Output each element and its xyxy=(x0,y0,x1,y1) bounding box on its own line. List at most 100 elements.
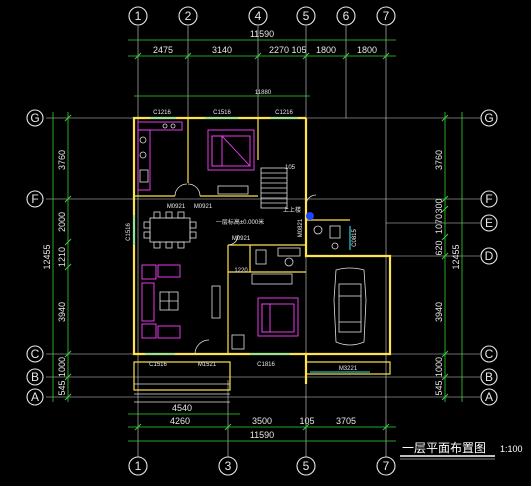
svg-text:C: C xyxy=(31,347,40,361)
svg-text:B: B xyxy=(31,370,39,384)
svg-text:G: G xyxy=(484,111,493,125)
bedroom-bottom xyxy=(231,297,299,350)
dim-top-1: 2475 xyxy=(153,45,173,55)
dim-bottom-4: 3705 xyxy=(336,416,356,426)
top-axis-bubbles: 1 2 4 5 6 7 xyxy=(128,6,396,26)
svg-text:A: A xyxy=(31,390,39,404)
svg-text:5: 5 xyxy=(303,459,310,473)
svg-text:D: D xyxy=(485,249,494,263)
bedroom-top xyxy=(207,129,255,195)
label-m0821: M0821 xyxy=(298,218,304,237)
label-m3221: M3221 xyxy=(339,366,358,372)
dim-top-4: 105 xyxy=(291,45,306,55)
utility-room xyxy=(313,225,341,250)
svg-text:1: 1 xyxy=(135,9,142,23)
label-105: 105 xyxy=(285,165,296,171)
garage-car xyxy=(333,267,367,346)
label-c1216-a: C1216 xyxy=(153,110,171,116)
doors xyxy=(174,183,317,355)
living-room xyxy=(141,264,221,339)
axis-bubble-left-B: B xyxy=(26,368,44,386)
right-axis-bubbles: G F E D C B A xyxy=(480,109,498,406)
axis-bubble-left-G: G xyxy=(26,109,44,127)
dim-left-3: 1210 xyxy=(57,247,67,267)
axis-bubble-top-2: 2 xyxy=(178,6,198,26)
axis-bubble-bottom-5: 5 xyxy=(296,456,316,476)
svg-text:C: C xyxy=(485,347,494,361)
dim-right-6: 1000 xyxy=(434,357,444,377)
left-dimensions: 12455 3760 2000 1210 3940 1000 545 xyxy=(42,112,72,402)
label-c1816: C1816 xyxy=(257,362,275,368)
dim-bottom-2: 3500 xyxy=(252,416,272,426)
svg-text:G: G xyxy=(30,111,39,125)
windows xyxy=(133,117,370,373)
label-m0921-a: M0921 xyxy=(167,204,186,210)
svg-text:7: 7 xyxy=(383,9,390,23)
axis-bubble-left-A: A xyxy=(26,388,44,406)
dim-top-3: 2270 xyxy=(269,45,289,55)
dim-right-7: 545 xyxy=(434,380,444,395)
svg-text:F: F xyxy=(485,192,492,206)
axis-bubble-top-5: 5 xyxy=(296,6,316,26)
dim-left-total: 12455 xyxy=(42,244,52,269)
dim-left-1: 3760 xyxy=(57,150,67,170)
label-m0921-c: M0921 xyxy=(232,236,251,242)
dim-right-5: 3940 xyxy=(434,302,444,322)
title-block: 一层平面布置图 1:100 xyxy=(400,441,523,460)
label-c1516-left: C1516 xyxy=(126,223,132,241)
room-labels: C1216 C1516 C1216 M0921 M0921 M0921 一层标高… xyxy=(126,110,358,372)
left-axis-bubbles: G F C B A xyxy=(26,109,44,406)
exterior-walls xyxy=(132,116,392,384)
location-marker xyxy=(306,212,314,220)
axis-grid xyxy=(46,26,480,457)
dim-left-5: 1000 xyxy=(57,357,67,377)
dim-right-3: 1070 xyxy=(434,214,444,234)
dining-table xyxy=(143,211,197,249)
bathroom xyxy=(251,247,301,285)
kitchen xyxy=(137,121,183,191)
axis-bubble-left-C: C xyxy=(26,345,44,363)
label-1220: 1220 xyxy=(234,268,248,274)
label-c1216-b: C1216 xyxy=(275,110,293,116)
entrance-porch xyxy=(133,361,391,403)
svg-text:B: B xyxy=(485,370,493,384)
dim-total-top: 11590 xyxy=(250,29,274,39)
svg-text:5: 5 xyxy=(303,9,310,23)
staircase xyxy=(260,167,288,209)
axis-bubble-top-7: 7 xyxy=(376,6,396,26)
bottom-dimensions: 4540 4260 3500 105 3705 11590 xyxy=(128,403,396,442)
svg-text:3: 3 xyxy=(225,459,232,473)
axis-bubble-bottom-3: 3 xyxy=(218,456,238,476)
label-elevation: 一层标高±0.000米 xyxy=(216,218,264,226)
dim-bottom-3: 105 xyxy=(299,416,314,426)
drawing-scale: 1:100 xyxy=(500,444,523,454)
svg-text:1: 1 xyxy=(135,459,142,473)
svg-text:6: 6 xyxy=(343,9,350,23)
interior-walls xyxy=(134,118,350,354)
axis-bubble-bottom-7: 7 xyxy=(376,456,396,476)
dim-inner-top: 11880 xyxy=(255,90,272,96)
dim-right-1: 3760 xyxy=(434,150,444,170)
label-m0921-b: M0921 xyxy=(194,204,213,210)
svg-text:A: A xyxy=(485,390,493,404)
svg-text:F: F xyxy=(31,192,38,206)
bottom-axis-bubbles: 1 3 5 7 xyxy=(128,456,396,476)
dim-right-2: 300 xyxy=(434,198,444,213)
axis-bubble-left-F: F xyxy=(26,190,44,208)
dim-top-2: 3140 xyxy=(212,45,232,55)
dim-total-bottom: 11590 xyxy=(250,430,274,440)
svg-text:4: 4 xyxy=(255,9,262,23)
dim-right-total: 12455 xyxy=(451,244,461,269)
dim-top-5: 1800 xyxy=(316,45,336,55)
axis-bubble-right-A: A xyxy=(480,388,498,406)
axis-bubble-top-4: 4 xyxy=(248,6,268,26)
dim-bottom-1: 4260 xyxy=(170,416,190,426)
label-m1521: M1521 xyxy=(198,362,217,368)
label-c0815: C0815 xyxy=(352,229,358,247)
dim-top-6: 1800 xyxy=(357,45,377,55)
dim-bottom-4540: 4540 xyxy=(172,403,192,413)
axis-bubble-right-F: F xyxy=(480,190,498,208)
axis-bubble-bottom-1: 1 xyxy=(128,456,148,476)
axis-bubble-top-1: 1 xyxy=(128,6,148,26)
